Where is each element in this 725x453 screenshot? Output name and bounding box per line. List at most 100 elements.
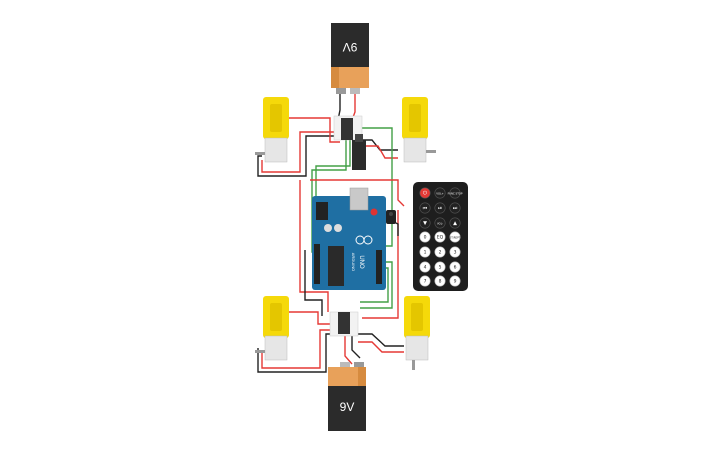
- arduino-capacitor-1: [324, 224, 332, 232]
- remote-button-9-face: [419, 231, 431, 243]
- remote-button-3-face: [419, 202, 431, 214]
- power-jack[interactable]: [352, 134, 366, 170]
- remote-button-16[interactable]: 5: [434, 261, 446, 273]
- play-pause-icon: ⏯: [438, 206, 442, 212]
- motor-driver-bottom[interactable]: [329, 311, 359, 337]
- arduino-header-digital: [314, 244, 320, 284]
- remote-button-4-face: [434, 202, 446, 214]
- motor-top-right-shaft: [426, 150, 436, 153]
- motor-top-left-gear-detail: [270, 104, 282, 132]
- arduino-reset-button[interactable]: [370, 208, 378, 216]
- battery-bottom-terminal-right: [354, 362, 364, 368]
- remote-button-19-label: 8: [439, 279, 442, 285]
- remote-button-19[interactable]: 8: [434, 275, 446, 287]
- motor-top-right[interactable]: [402, 97, 436, 163]
- motor-bottom-left[interactable]: [255, 296, 289, 361]
- ir-receiver-body: [386, 210, 396, 224]
- motor-bottom-right-shaft: [412, 360, 415, 370]
- motor-bottom-right[interactable]: [404, 296, 430, 370]
- remote-button-11-label: ST/REPT: [450, 236, 461, 240]
- remote-button-19-face: [434, 275, 446, 287]
- remote-button-7-face: [434, 217, 446, 229]
- motor-bottom-left-shaft: [255, 350, 265, 353]
- arduino-uno-text: UNO: [358, 255, 364, 269]
- remote-button-1[interactable]: VOL+: [434, 187, 446, 199]
- remote-button-16-label: 5: [439, 265, 442, 271]
- wire-main-red: [310, 179, 405, 207]
- motor-driver-bottom-chip: [338, 312, 350, 334]
- arduino-usb-port: [349, 187, 369, 211]
- remote-button-15[interactable]: 4: [419, 261, 431, 273]
- up-icon: ▲: [453, 221, 457, 227]
- remote-button-13-label: 2: [439, 250, 442, 256]
- wire-motor-bl-black: [257, 333, 336, 373]
- battery-top-cap-shade: [331, 67, 339, 88]
- remote-button-4[interactable]: ⏯: [434, 202, 446, 214]
- power-jack-tip: [355, 134, 363, 142]
- remote-button-6[interactable]: ▼: [419, 217, 431, 229]
- remote-button-13[interactable]: 2: [434, 246, 446, 258]
- ir-receiver-lens: [389, 212, 393, 216]
- remote-button-18-label: 7: [424, 279, 427, 285]
- remote-button-3[interactable]: ⏮: [419, 202, 431, 214]
- battery-top-terminal-right: [350, 88, 360, 94]
- remote-button-8-face: [449, 217, 461, 229]
- wire-motor-bl-red: [261, 329, 334, 369]
- motor-top-left-shaft: [255, 152, 265, 155]
- remote-button-15-label: 4: [424, 265, 427, 271]
- motor-bottom-right-can: [405, 335, 429, 361]
- motor-driver-top-chip: [341, 118, 353, 140]
- battery-bottom-body: [328, 386, 366, 431]
- remote-button-11-face: [449, 231, 461, 243]
- remote-button-2[interactable]: FUNC STOP: [448, 187, 463, 199]
- arduino-dc-jack: [316, 202, 328, 220]
- remote-button-20-label: 9: [454, 279, 457, 285]
- remote-button-14[interactable]: 3: [449, 246, 461, 258]
- next-icon: ⏭: [453, 206, 458, 212]
- battery-bottom[interactable]: 9V: [328, 362, 366, 431]
- motor-top-right-gear-detail: [409, 104, 421, 132]
- remote-button-15-face: [419, 261, 431, 273]
- remote-button-12[interactable]: 1: [419, 246, 431, 258]
- battery-bottom-cap-shade: [358, 367, 366, 387]
- arduino-brand-text: ARDUINO: [351, 253, 356, 271]
- remote-button-18[interactable]: 7: [419, 275, 431, 287]
- remote-button-2-face: [449, 187, 461, 199]
- remote-button-7[interactable]: VOL-: [434, 217, 446, 229]
- arduino-uno-board[interactable]: UNO ARDUINO: [312, 187, 386, 290]
- down-icon: ▼: [423, 221, 427, 227]
- motor-bottom-right-gear-detail: [411, 303, 423, 331]
- wire-right-green-a: [360, 261, 393, 309]
- motor-top-left[interactable]: [255, 97, 289, 163]
- remote-button-6-face: [419, 217, 431, 229]
- remote-button-8[interactable]: ▲: [449, 217, 461, 229]
- motor-top-left-can: [264, 137, 288, 163]
- remote-button-10[interactable]: EQ: [434, 231, 446, 243]
- wire-motor-br-red: [358, 341, 404, 353]
- remote-button-9[interactable]: 0: [419, 231, 431, 243]
- remote-button-13-face: [434, 246, 446, 258]
- remote-button-20-face: [449, 275, 461, 287]
- remote-button-0-face: [419, 187, 431, 199]
- remote-button-11[interactable]: ST/REPT: [449, 231, 461, 243]
- battery-bottom-label: 9V: [340, 400, 355, 414]
- remote-button-1-face: [434, 187, 446, 199]
- remote-button-0[interactable]: ⏻: [419, 187, 431, 199]
- battery-top[interactable]: 9V: [331, 23, 369, 94]
- previous-icon: ⏮: [423, 206, 428, 212]
- wire-motor-tl-red: [261, 131, 338, 173]
- wire-motor-br-black: [358, 333, 404, 347]
- remote-button-5[interactable]: ⏭: [449, 202, 461, 214]
- wire-left-black: [304, 250, 323, 316]
- remote-button-17[interactable]: 6: [449, 261, 461, 273]
- battery-top-cap: [331, 67, 369, 88]
- wire-right-red: [362, 210, 399, 319]
- arduino-header-analog: [376, 250, 382, 284]
- power-jack-body: [352, 140, 366, 170]
- remote-button-20[interactable]: 9: [449, 275, 461, 287]
- remote-button-5-face: [449, 202, 461, 214]
- ir-receiver[interactable]: [386, 210, 396, 224]
